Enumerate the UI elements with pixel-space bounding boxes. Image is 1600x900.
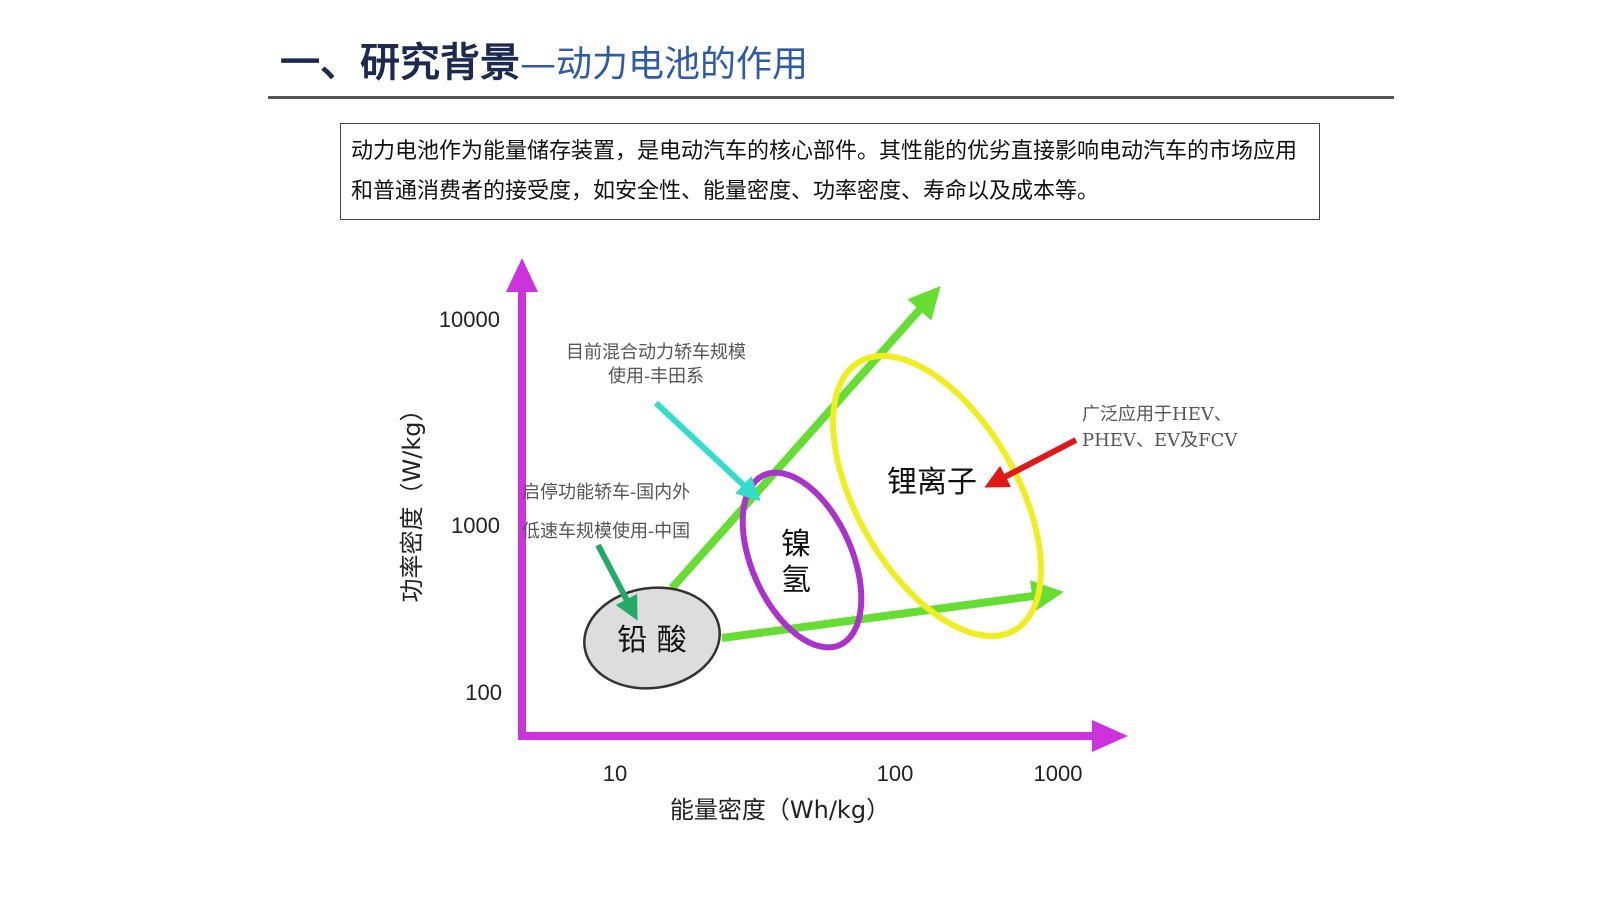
li-ion-region <box>830 352 1044 640</box>
hybrid-note-line2: 使用-丰田系 <box>608 366 704 387</box>
x-tick-10: 10 <box>603 761 627 786</box>
x-axis-label: 能量密度（Wh/kg） <box>670 796 890 824</box>
y-axis-arrowhead <box>506 258 538 292</box>
slide-title: 一、研究背景—动力电池的作用 <box>280 30 808 88</box>
growth-arrow-upper <box>669 286 941 591</box>
intro-box: 动力电池作为能量储存装置，是电动汽车的核心部件。其性能的优劣直接影响电动汽车的市… <box>340 123 1320 220</box>
title-main: 一、研究背景 <box>280 40 520 86</box>
intro-text: 动力电池作为能量储存装置，是电动汽车的核心部件。其性能的优劣直接影响电动汽车的市… <box>351 139 1298 204</box>
x-axis-arrowhead <box>1092 720 1128 752</box>
y-axis-label: 功率密度（W/kg） <box>398 398 426 603</box>
title-sub: —动力电池的作用 <box>520 44 809 85</box>
nimh-region <box>739 469 865 651</box>
y-tick-100: 100 <box>465 680 502 705</box>
title-divider <box>268 96 1394 99</box>
x-tick-100: 100 <box>877 761 914 786</box>
nimh-label-2: 氢 <box>781 563 811 598</box>
li-application-arrow <box>984 437 1078 488</box>
li-application-note-line2: PHEV、EV及FCV <box>1082 430 1238 451</box>
growth-arrow-lower <box>721 580 1064 642</box>
y-tick-10000: 10000 <box>439 307 500 332</box>
hybrid-note-line1: 目前混合动力轿车规模 <box>566 342 746 363</box>
nimh-label-1: 镍 <box>781 527 811 562</box>
startstop-note: 启停功能轿车-国内外 <box>522 482 690 503</box>
hybrid-arrow <box>653 400 761 502</box>
li-ion-label: 锂离子 <box>887 465 977 500</box>
li-application-note-line1: 广泛应用于HEV、 <box>1082 404 1232 425</box>
y-tick-1000: 1000 <box>451 513 500 538</box>
lowspeed-arrow <box>595 543 638 621</box>
lead-acid-label: 铅 酸 <box>617 623 687 658</box>
x-tick-1000: 1000 <box>1034 761 1083 786</box>
lowspeed-note: 低速车规模使用-中国 <box>522 521 690 542</box>
